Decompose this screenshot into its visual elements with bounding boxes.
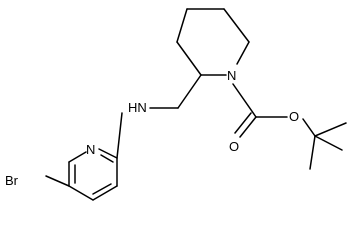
bond-cquat-me3 [309,135,316,170]
bond-ccarbonyl-ocarbonyl-2 [234,112,252,134]
bond-ccarbonyl-ocarbonyl [239,116,257,138]
bond-n1-c2-inner [100,154,114,163]
bond-cquat-me1 [314,122,347,137]
piperidine-ring [176,8,250,76]
bond-c4pip-c3pip [176,8,188,43]
atom-pyridine-n: N [86,142,95,157]
bond-npip-c6pip [236,41,250,65]
atom-br: Br [5,173,19,188]
boc-group [232,83,347,170]
bond-c3-c4 [92,185,118,201]
bond-c6-n1 [68,151,87,163]
bond-n1-c2 [98,148,118,159]
bond-c4-c5 [68,185,94,201]
bond-c2-nh [116,112,123,159]
bond-npip-ccarbonyl [232,83,257,118]
bond-ch2-c2pip [177,74,202,109]
bond-oether-cquat [302,118,316,137]
bond-c6-br [45,175,70,187]
bond-c3-c4-inner [92,183,112,195]
atom-piperidine-n: N [227,68,236,83]
bond-cquat-me2 [314,135,343,151]
atom-amine-nh: HN [128,100,147,115]
pyridine-ring [68,148,118,201]
bond-c3pip-c2pip [176,41,202,76]
bond-c6pip-c5pip [223,8,250,43]
structure-drawing: Br N HN N O O [5,8,347,201]
atom-carbonyl-o: O [229,139,239,154]
atom-ether-o: O [289,109,299,124]
